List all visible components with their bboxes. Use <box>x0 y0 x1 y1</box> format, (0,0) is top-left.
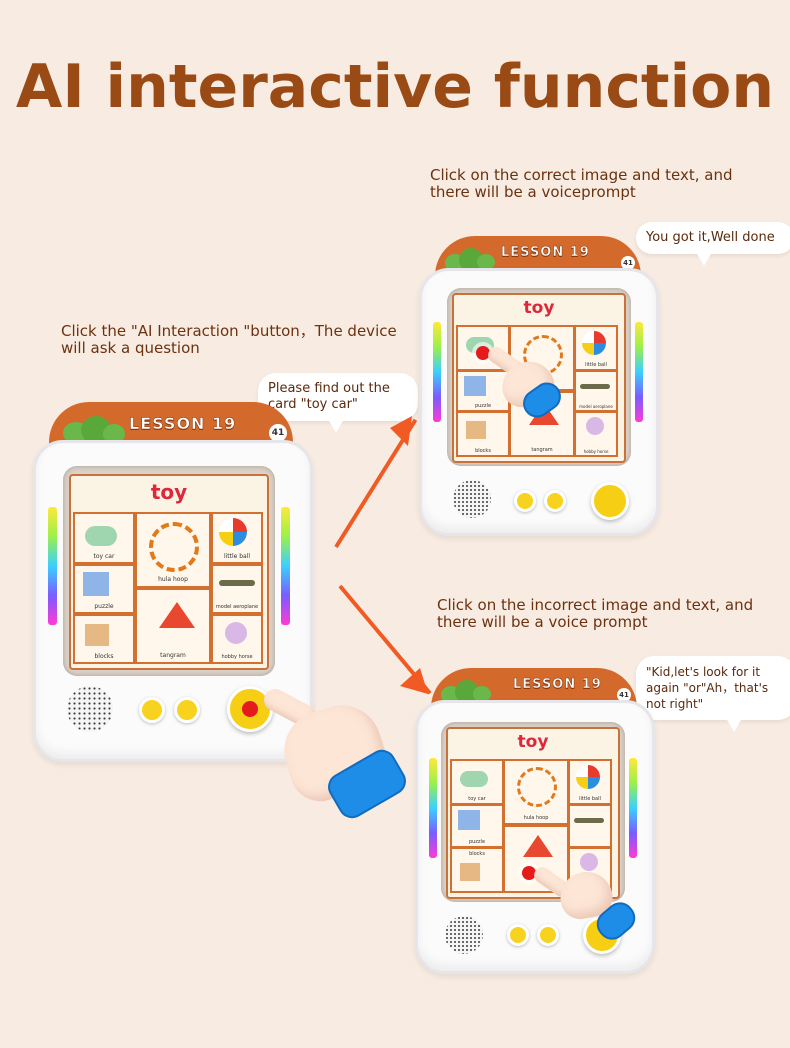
incorrect-speech-bubble: "Kid,let's look for it again "or"Ah，that… <box>636 656 790 732</box>
cell-model-aeroplane[interactable]: model aeroplane <box>213 566 261 612</box>
cell-hula-hoop[interactable]: hula hoop <box>137 514 209 586</box>
tap-indicator-correct <box>476 346 490 360</box>
rainbow-light-right <box>629 758 637 858</box>
tap-indicator-incorrect <box>522 866 536 880</box>
cell-blocks[interactable]: blocks <box>75 616 133 662</box>
cell-hula-hoop[interactable]: hula hoop <box>505 761 567 823</box>
lesson-label: LESSON 19 <box>501 245 590 261</box>
page-number-badge: 41 <box>269 424 287 442</box>
card-title: toy <box>517 732 549 752</box>
speaker-grill <box>445 916 483 954</box>
speaker-grill <box>67 686 113 732</box>
correct-speech-bubble: You got it,Well done <box>636 222 790 266</box>
cell-toy-car[interactable]: toy car <box>75 514 133 562</box>
rainbow-light-left <box>433 322 441 422</box>
card-title: toy <box>523 298 555 318</box>
small-button-left[interactable] <box>139 697 165 723</box>
device-screen: toy little ball puzzle mode <box>447 288 631 466</box>
caption-left: Click the "AI Interaction "button，The de… <box>61 322 397 357</box>
ai-interaction-button[interactable] <box>591 482 629 520</box>
question-speech-bubble: Please find out the card "toy car" <box>258 373 418 433</box>
card-grid: toy car hula hoop little ball puzzle <box>73 512 263 664</box>
cell-toy-car[interactable]: toy car <box>452 761 502 803</box>
cell-puzzle[interactable]: puzzle <box>75 566 133 612</box>
rainbow-light-left <box>48 507 57 625</box>
lesson-card: toy little ball puzzle mode <box>452 293 626 463</box>
cell-little-ball[interactable]: little ball <box>213 514 261 562</box>
speaker-grill <box>453 480 491 518</box>
small-button-right[interactable] <box>174 697 200 723</box>
cell-model-aeroplane[interactable] <box>570 806 610 846</box>
cell-little-ball[interactable]: little ball <box>570 761 610 803</box>
cell-hobby-horse[interactable]: hobby horse <box>213 616 261 662</box>
cell-puzzle[interactable]: puzzle <box>452 806 502 846</box>
cell-tangram[interactable]: tangram <box>137 590 209 662</box>
cell-blocks[interactable]: blocks <box>458 413 508 455</box>
rainbow-light-right <box>281 507 290 625</box>
small-button-left[interactable] <box>507 924 529 946</box>
cell-little-ball[interactable]: little ball <box>576 327 616 369</box>
device-screen: toy toy car hula hoop little ball puzzle <box>63 466 275 676</box>
page-title: AI interactive function <box>15 52 775 122</box>
caption-bottom-right: Click on the incorrect image and text, a… <box>437 596 754 631</box>
arrow-head-up-icon <box>390 416 412 446</box>
lesson-card: toy toy car hula hoop little ball puzzle <box>69 474 269 670</box>
lesson-label: LESSON 19 <box>513 677 602 693</box>
rainbow-light-right <box>635 322 643 422</box>
caption-top-right: Click on the correct image and text, and… <box>430 166 733 201</box>
cell-model-aeroplane[interactable]: model aeroplane <box>576 372 616 410</box>
cell-blocks[interactable]: blocks <box>452 849 502 891</box>
rainbow-light-left <box>429 758 437 858</box>
lesson-label: LESSON 19 <box>129 414 237 434</box>
small-button-right[interactable] <box>544 490 566 512</box>
small-button-left[interactable] <box>514 490 536 512</box>
card-title: toy <box>150 480 188 504</box>
card-grid: little ball puzzle model aeroplane block… <box>456 325 618 457</box>
page-number-badge: 41 <box>621 256 635 270</box>
small-button-right[interactable] <box>537 924 559 946</box>
page-number-badge: 41 <box>617 688 631 702</box>
arrow-head-down-icon <box>400 668 428 694</box>
cell-hobby-horse[interactable]: hobby horse <box>576 413 616 455</box>
cell-puzzle[interactable]: puzzle <box>458 372 508 410</box>
device-main: LESSON 19 41 toy toy car hula hoop littl… <box>33 402 313 762</box>
